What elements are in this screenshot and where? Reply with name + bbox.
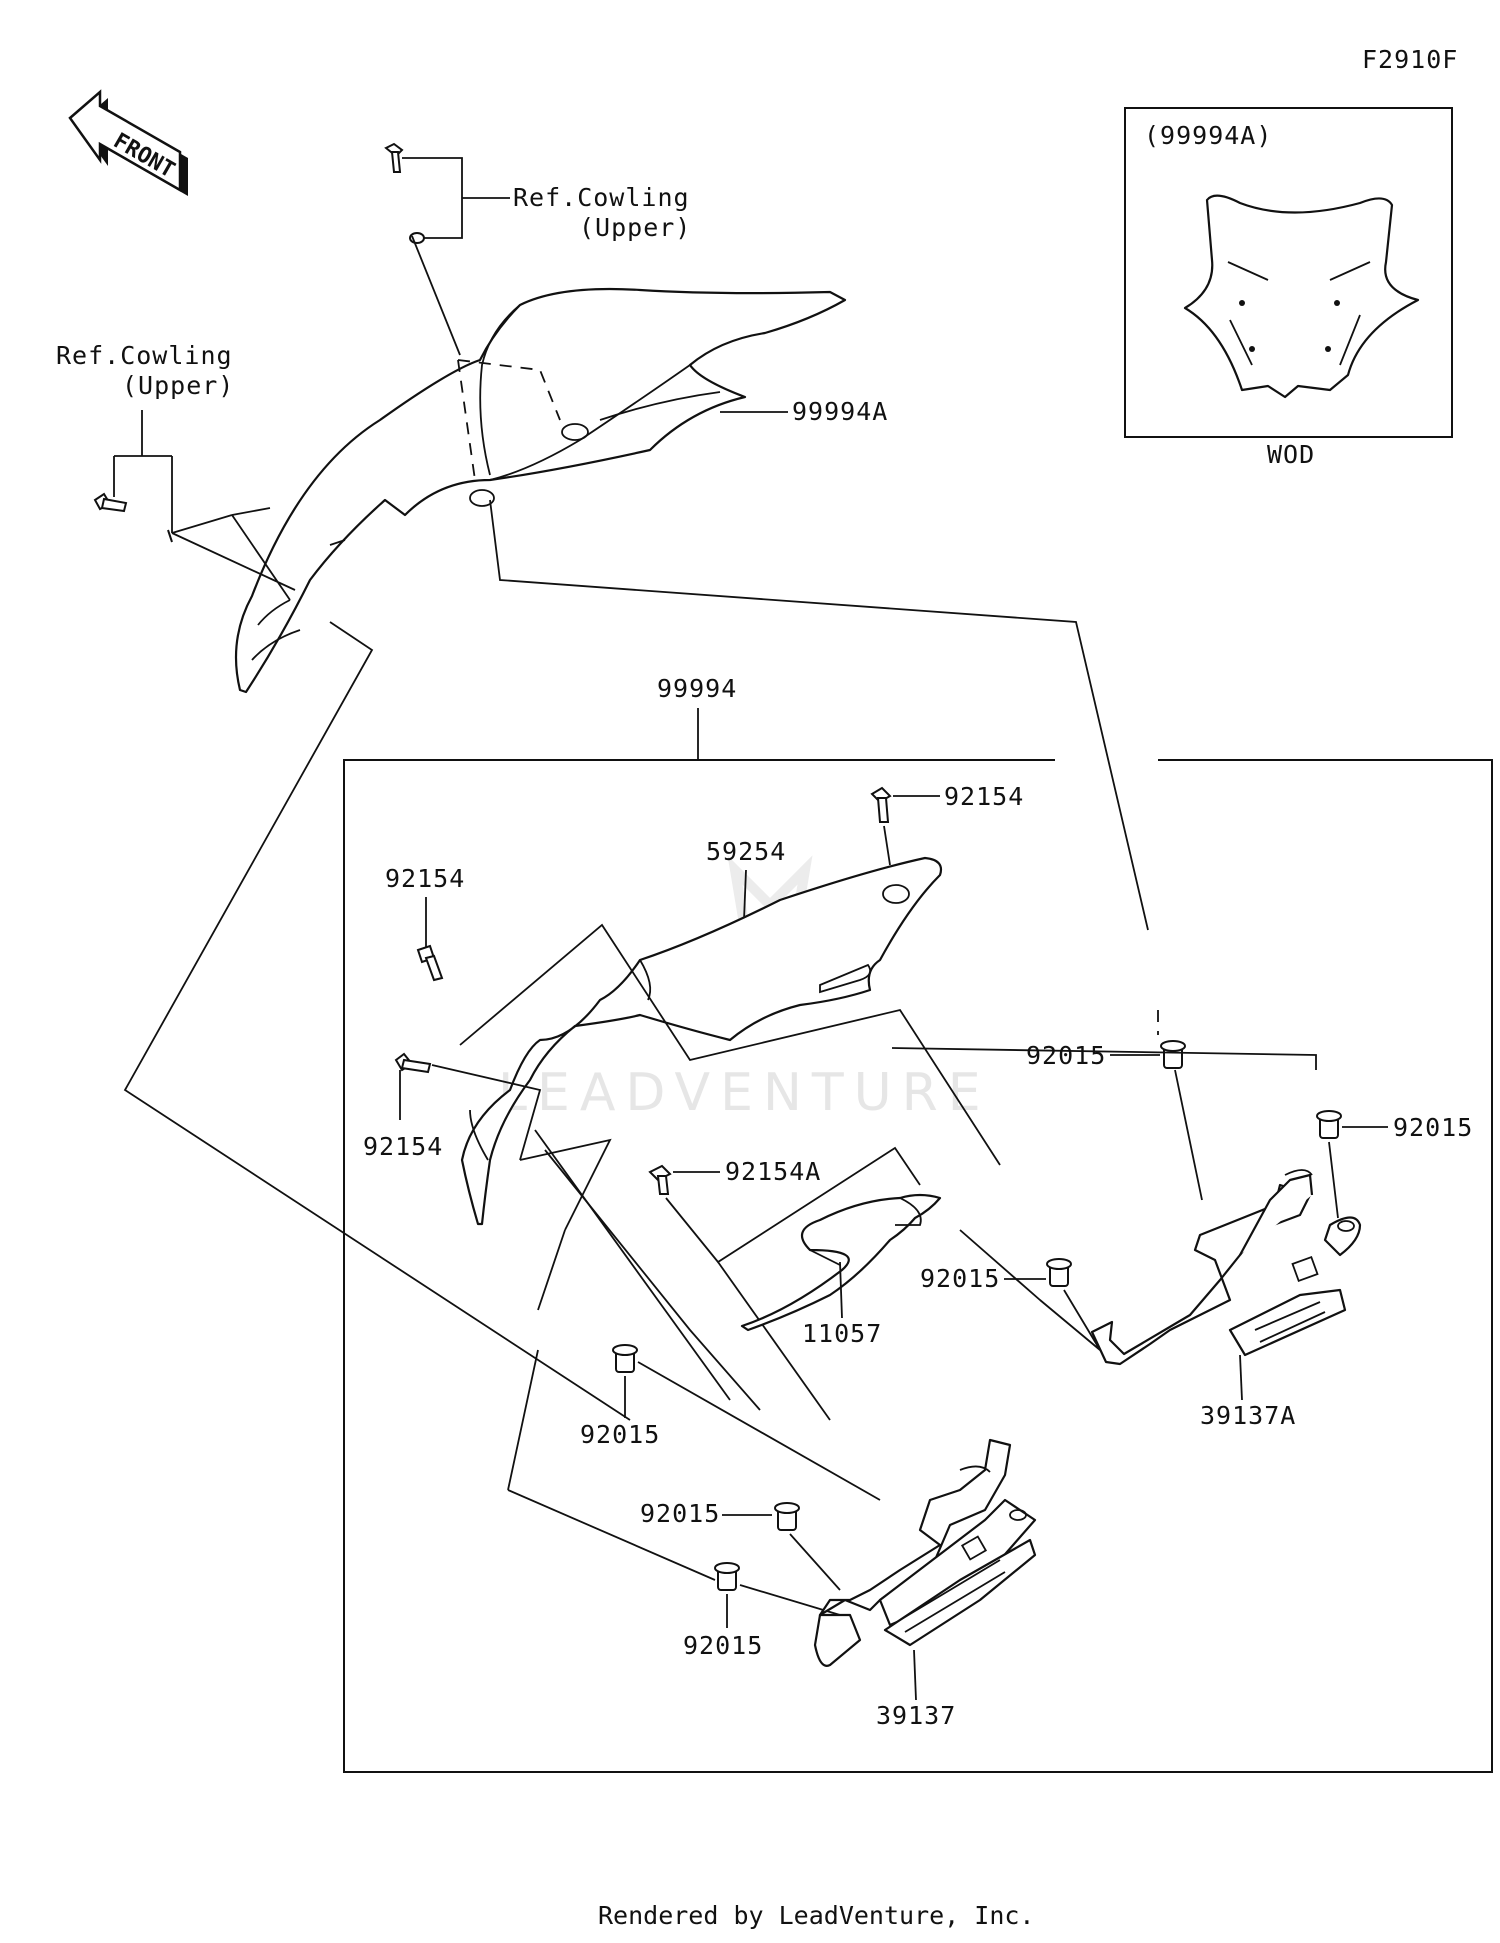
footer-credit: Rendered by LeadVenture, Inc.: [598, 1901, 1035, 1930]
screw-icon: [93, 492, 128, 513]
grommet-icon: [774, 1502, 800, 1531]
part-92015-d: 92015: [580, 1420, 660, 1449]
windshield-99994a: [234, 287, 847, 694]
inset-caption: WOD: [1267, 440, 1315, 469]
grommet-icon: [1160, 1040, 1186, 1069]
screw-icon: [384, 142, 404, 173]
bracket-39137a: [1090, 1169, 1362, 1366]
part-92154a: 92154A: [725, 1157, 821, 1186]
inset-box: (99994A) WOD: [1124, 107, 1453, 469]
inset-title: (99994A): [1144, 121, 1272, 150]
part-92154-lower-left: 92154: [363, 1132, 443, 1161]
diagram-code: F2910F: [1362, 45, 1458, 74]
bracket-11057: [740, 1193, 942, 1332]
watermark-text: LEADVENTURE: [498, 1063, 991, 1123]
part-39137: 39137: [876, 1701, 956, 1730]
part-11057: 11057: [802, 1319, 882, 1348]
screw-icon: [394, 1052, 432, 1074]
ref-cowling-left-line2: (Upper): [122, 371, 234, 400]
part-92015-c: 92015: [920, 1264, 1000, 1293]
part-92015-b: 92015: [1393, 1113, 1473, 1142]
cover-59254: [460, 856, 943, 1226]
part-92154-upper-left: 92154: [385, 864, 465, 893]
part-99994: 99994: [657, 674, 737, 703]
part-92015-a: 92015: [1026, 1041, 1106, 1070]
grommet-icon: [1046, 1258, 1072, 1287]
washer-icon: [167, 529, 173, 543]
screw-icon: [416, 944, 444, 982]
part-99994a: 99994A: [792, 397, 888, 426]
part-92015-f: 92015: [683, 1631, 763, 1660]
screw-icon: [648, 1164, 672, 1195]
part-59254: 59254: [706, 837, 786, 866]
part-92154-top: 92154: [944, 782, 1024, 811]
bracket-39137: [813, 1438, 1037, 1667]
ref-cowling-top-line1: Ref.Cowling: [513, 183, 690, 212]
part-39137a: 39137A: [1200, 1401, 1296, 1430]
ref-cowling-top-line2: (Upper): [579, 213, 691, 242]
grommet-icon: [714, 1562, 740, 1591]
front-arrow-icon: FRONT: [68, 89, 188, 196]
ref-cowling-left-line1: Ref.Cowling: [56, 341, 233, 370]
screw-icon: [870, 786, 892, 823]
windshield-wod: [1183, 194, 1420, 399]
grommet-icon: [612, 1344, 638, 1373]
grommet-icon: [1316, 1110, 1342, 1139]
part-92015-e: 92015: [640, 1499, 720, 1528]
